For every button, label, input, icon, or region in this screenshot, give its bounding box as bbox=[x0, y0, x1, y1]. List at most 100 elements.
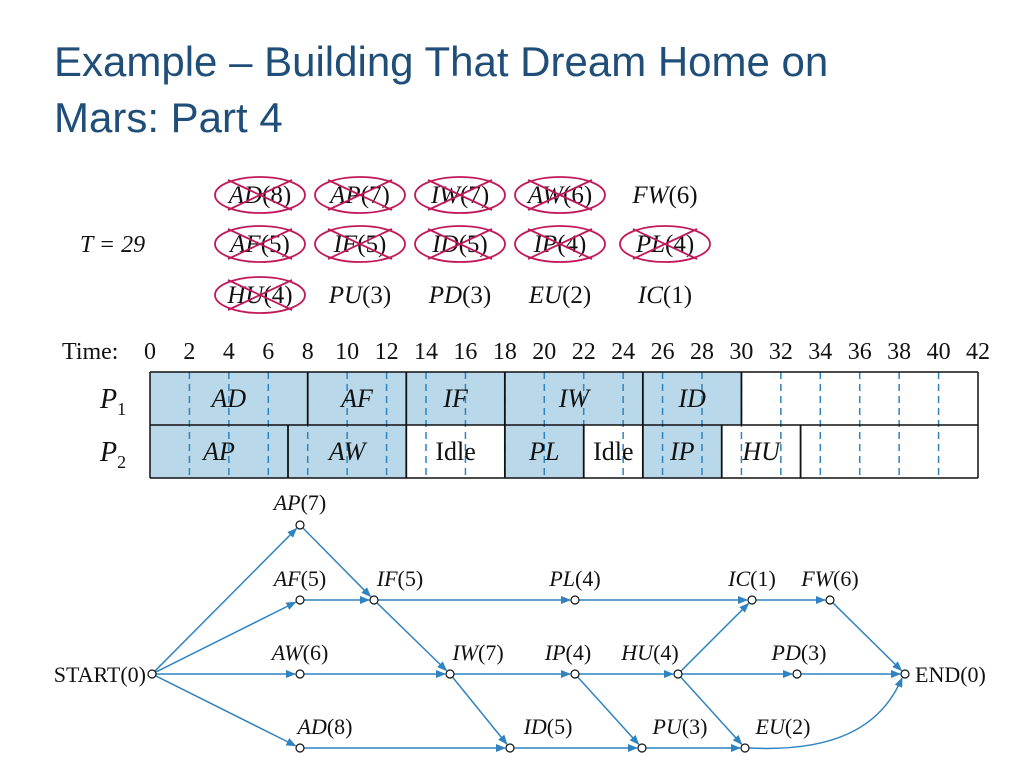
node-label: FW(6) bbox=[800, 566, 858, 591]
edge-start-ad bbox=[155, 675, 297, 747]
processor-label: P1 bbox=[99, 384, 126, 419]
node-label: END(0) bbox=[915, 662, 986, 687]
priority-item-ad: AD(8) bbox=[214, 176, 306, 214]
task-label-id: ID bbox=[677, 384, 706, 413]
priority-item-ip: IP(4) bbox=[514, 225, 606, 263]
priority-item-label: PU(3) bbox=[328, 282, 391, 309]
node-circle bbox=[445, 669, 455, 679]
priority-item-if: IF(5) bbox=[314, 225, 406, 263]
node-hu: HU(4) bbox=[620, 640, 683, 679]
task-label-pl: PL bbox=[528, 437, 559, 466]
edge-fw-end bbox=[832, 602, 903, 672]
node-circle bbox=[747, 595, 757, 605]
tick-label: 16 bbox=[453, 339, 477, 365]
cross-out-ellipse bbox=[619, 225, 711, 263]
node-af: AF(5) bbox=[272, 566, 327, 605]
task-label-iw: IW bbox=[558, 384, 592, 413]
priority-item-ic: IC(1) bbox=[637, 282, 692, 309]
task-label-ad: AD bbox=[210, 384, 247, 413]
node-circle bbox=[147, 669, 157, 679]
cross-out-line bbox=[227, 279, 293, 311]
node-label: IC(1) bbox=[727, 566, 776, 591]
tick-label: 40 bbox=[927, 339, 951, 365]
node-ic: IC(1) bbox=[727, 566, 776, 605]
priority-list: T = 29 AD(8) AP(7) IW(7)AW(6) FW(6) AF(5) IF(5… bbox=[80, 176, 711, 314]
cross-out-ellipse bbox=[414, 176, 506, 214]
tick-label: 20 bbox=[532, 339, 556, 365]
cross-out-ellipse bbox=[414, 225, 506, 263]
priority-item-pl: PL(4) bbox=[619, 225, 711, 263]
task-label-if: IF bbox=[442, 384, 469, 413]
task-fill-ap bbox=[150, 425, 288, 478]
node-label: HU(4) bbox=[620, 640, 678, 665]
tick-label: 32 bbox=[769, 339, 793, 365]
cross-out-line bbox=[527, 179, 593, 211]
edge-hu-ic bbox=[680, 602, 750, 672]
edge-ip-pu bbox=[577, 676, 640, 746]
priority-item-pu: PU(3) bbox=[328, 282, 391, 309]
task-fill-id bbox=[642, 372, 742, 425]
node-circle bbox=[295, 743, 305, 753]
cross-out-line bbox=[327, 179, 393, 211]
node-label: AF(5) bbox=[272, 566, 327, 591]
edge-eu-end bbox=[748, 677, 903, 750]
node-label: START(0) bbox=[54, 662, 146, 687]
priority-item-label: PL(4) bbox=[635, 231, 694, 258]
node-label: EU(2) bbox=[755, 714, 811, 739]
node-label: IF(5) bbox=[376, 566, 423, 591]
tick-label: 22 bbox=[572, 339, 596, 365]
timeline-label: Time: bbox=[62, 339, 118, 365]
node-aw: AW(6) bbox=[270, 640, 329, 679]
node-label: AW(6) bbox=[270, 640, 329, 665]
tick-label: 36 bbox=[848, 339, 872, 365]
cross-out-ellipse bbox=[314, 176, 406, 214]
priority-item-label: AP(7) bbox=[328, 182, 390, 209]
tick-label: 8 bbox=[302, 339, 314, 365]
node-ip: IP(4) bbox=[544, 640, 591, 679]
node-circle bbox=[295, 669, 305, 679]
node-label: IW(7) bbox=[451, 640, 503, 665]
task-label-ip: IP bbox=[669, 437, 695, 466]
edge-start-ap bbox=[154, 527, 298, 672]
tick-label: 30 bbox=[729, 339, 753, 365]
priority-item-label: EU(2) bbox=[528, 282, 591, 309]
priority-item-aw: AW(6) bbox=[514, 176, 606, 214]
node-label: PL(4) bbox=[548, 566, 600, 591]
priority-item-af: AF(5) bbox=[214, 225, 306, 263]
node-label: AP(7) bbox=[272, 490, 327, 515]
node-fw: FW(6) bbox=[800, 566, 859, 605]
node-circle bbox=[369, 595, 379, 605]
edge-ap-if bbox=[302, 527, 372, 598]
node-ap: AP(7) bbox=[272, 490, 327, 530]
priority-item-label: ID(5) bbox=[431, 231, 488, 258]
node-iw: IW(7) bbox=[445, 640, 504, 679]
priority-item-label: AF(5) bbox=[228, 231, 290, 258]
priority-item-pd: PD(3) bbox=[428, 282, 491, 309]
node-if: IF(5) bbox=[369, 566, 423, 605]
time-label: T = 29 bbox=[80, 232, 145, 258]
cross-out-line bbox=[527, 228, 593, 260]
task-fill-ip bbox=[642, 425, 722, 478]
node-circle bbox=[570, 595, 580, 605]
node-label: PD(3) bbox=[771, 640, 827, 665]
slide-title: Example – Building That Dream Home on Ma… bbox=[54, 34, 994, 146]
node-circle bbox=[637, 743, 647, 753]
tick-label: 38 bbox=[887, 339, 911, 365]
cross-out-ellipse bbox=[214, 176, 306, 214]
task-label-idle: Idle bbox=[593, 437, 633, 466]
processor-label: P2 bbox=[99, 437, 126, 472]
cross-out-line bbox=[227, 179, 293, 211]
tick-label: 12 bbox=[375, 339, 399, 365]
cross-out-line bbox=[327, 228, 393, 260]
priority-item-ap: AP(7) bbox=[314, 176, 406, 214]
cross-out-line bbox=[227, 228, 293, 260]
priority-item-label: IC(1) bbox=[637, 282, 692, 309]
priority-item-iw: IW(7) bbox=[414, 176, 506, 214]
edge-iw-id bbox=[451, 676, 508, 745]
tick-label: 2 bbox=[183, 339, 195, 365]
priority-item-fw: FW(6) bbox=[631, 182, 697, 209]
priority-item-label: HU(4) bbox=[226, 282, 292, 309]
task-fill-iw bbox=[504, 372, 643, 425]
